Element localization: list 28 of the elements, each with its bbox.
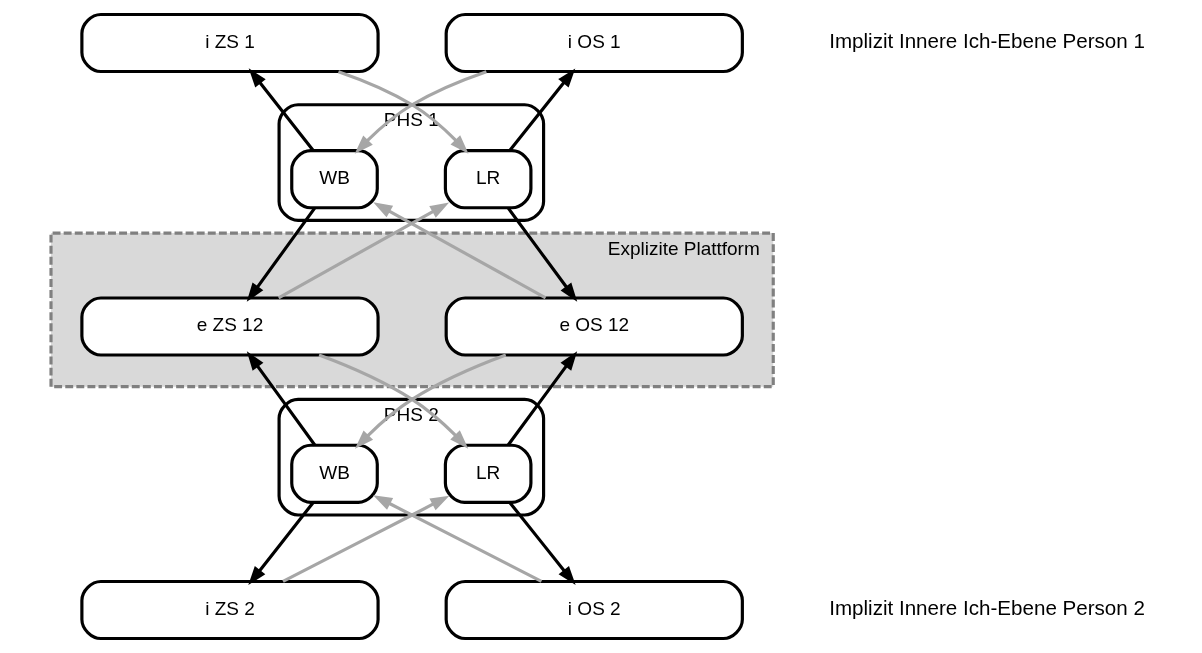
node-box: e ZS 12 [80,296,380,357]
node-box: i OS 1 [444,12,744,74]
node-box: i ZS 2 [80,579,380,641]
arrow [508,68,576,152]
arrow [277,202,450,300]
arrow [337,70,469,154]
arrow [508,501,576,586]
arrow [354,353,507,449]
node-box: e OS 12 [444,296,744,357]
node-box: i OS 2 [444,579,744,641]
node-box: WB [290,443,379,504]
arrow [246,206,317,302]
node-box: WB [290,149,379,210]
arrow [506,351,578,447]
arrow [373,202,547,300]
arrow [248,501,315,586]
arrow [318,353,469,449]
arrow [282,495,450,583]
label: Implizit Innere Ich-Ebene Person 1 [829,29,1145,53]
arrow [506,206,578,302]
node-box: i ZS 1 [80,12,380,74]
label: Implizit Innere Ich-Ebene Person 2 [829,596,1145,620]
node-box: LR [443,149,533,210]
arrow [248,68,315,152]
arrow [246,351,317,447]
node-box: LR [443,443,533,504]
arrow [373,495,543,583]
arrow [354,70,487,154]
